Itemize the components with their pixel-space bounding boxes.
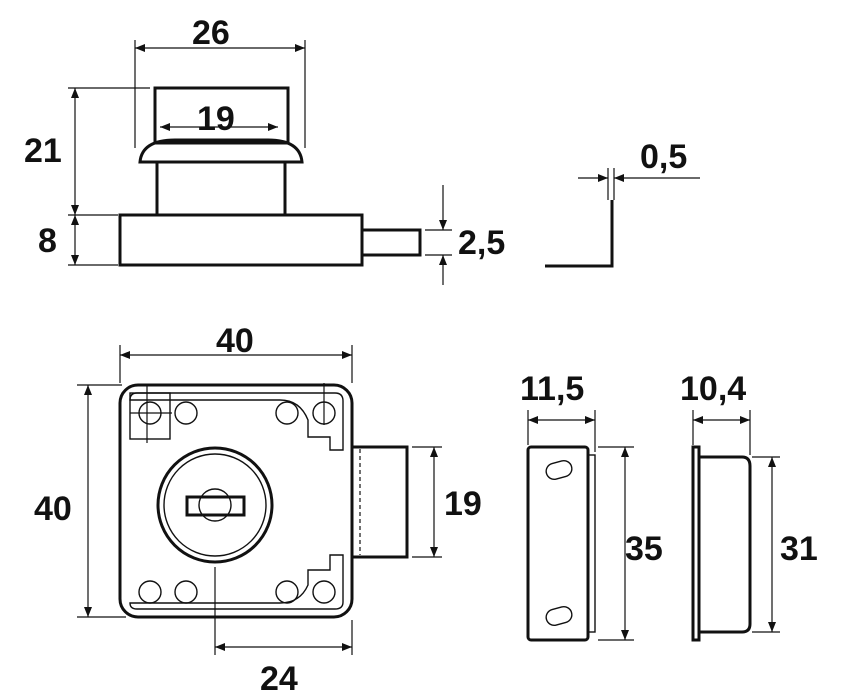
- strike-plate-1: 11,5 35: [520, 370, 663, 642]
- dim-strike2-width: 10,4: [680, 370, 746, 408]
- dim-knob-width: 19: [197, 100, 235, 138]
- cylinder-face: [156, 446, 274, 564]
- dim-strike1-height: 35: [625, 530, 663, 568]
- dim-strike-thickness: 0,5: [640, 138, 687, 176]
- bolt: [360, 228, 422, 257]
- dim-strike1-width: 11,5: [520, 370, 584, 408]
- strike-profile: 0,5: [545, 138, 700, 268]
- dim-top-width: 26: [192, 14, 230, 52]
- dim-body-width: 40: [216, 322, 254, 360]
- knob-flange: [138, 138, 304, 164]
- dim-plate-thickness: 8: [38, 222, 57, 260]
- dim-backset: 24: [260, 660, 298, 698]
- bolt-front: [350, 445, 409, 559]
- dim-bolt-height: 19: [444, 485, 482, 523]
- base-plate: [118, 213, 364, 267]
- dim-body-height: 40: [34, 490, 72, 528]
- knob-cylinder: [153, 86, 290, 145]
- angle-profile: [545, 200, 614, 268]
- front-view: 40 40 19 24: [34, 322, 482, 698]
- side-view: 26 19 21 8 2,5: [24, 14, 505, 285]
- strike-plate-2: 10,4 31: [680, 370, 818, 642]
- keyhole: [185, 495, 246, 517]
- dim-knob-height: 21: [24, 132, 62, 170]
- dim-bolt-thickness: 2,5: [458, 224, 505, 262]
- dim-strike2-height: 31: [780, 530, 818, 568]
- cylinder-body: [155, 160, 287, 217]
